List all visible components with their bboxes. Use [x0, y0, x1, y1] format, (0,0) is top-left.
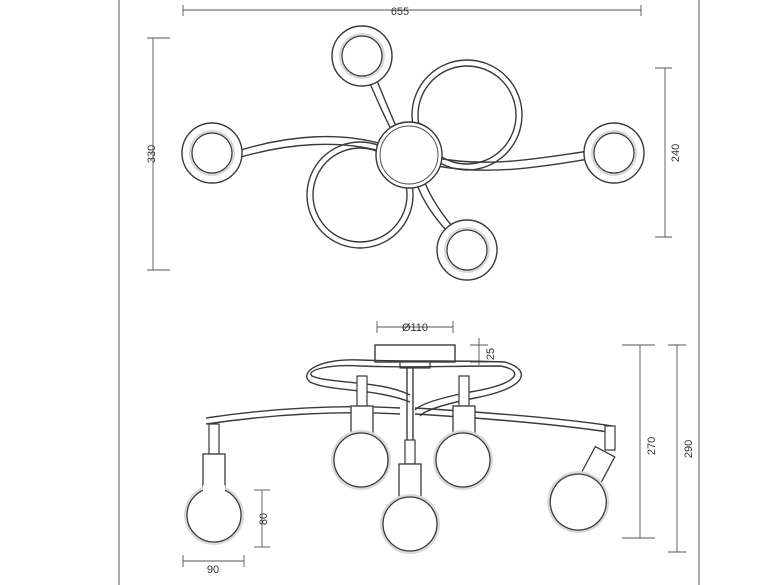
dimension-top-width — [182, 5, 642, 16]
side-ceiling-disc — [374, 344, 456, 369]
side-lamp-4 — [433, 375, 493, 490]
label-drop-inner: 270 — [646, 437, 658, 455]
label-shade-width: 90 — [207, 564, 219, 576]
top-spot-left — [181, 122, 243, 184]
label-top-width: 655 — [391, 6, 409, 18]
dimension-disc-diameter — [376, 321, 454, 333]
dimension-top-height-left — [147, 37, 170, 271]
side-view: Ø110 25 270 290 80 90 — [182, 321, 695, 576]
top-spot-right — [583, 122, 645, 184]
side-arms — [205, 406, 613, 433]
side-center-stem — [406, 368, 414, 440]
top-spot-upper — [331, 25, 393, 87]
side-lamp-2 — [331, 375, 391, 490]
frame-border — [118, 0, 700, 585]
dimension-drop-outer — [668, 344, 686, 553]
dimension-shade-height — [254, 489, 270, 548]
label-shade-height: 80 — [258, 513, 270, 525]
top-view: 655 330 240 — [146, 5, 682, 281]
dimension-top-height-right — [655, 67, 672, 238]
side-lamp-1 — [184, 423, 244, 545]
top-loops — [306, 59, 523, 249]
dimension-shade-width — [182, 555, 245, 567]
label-drop-outer: 290 — [683, 440, 695, 458]
side-lamp-3 — [380, 439, 440, 554]
label-disc-height: 25 — [485, 348, 497, 360]
side-lamp-5 — [547, 425, 616, 534]
dimension-drop-inner — [622, 344, 655, 539]
label-top-height-right: 240 — [670, 144, 682, 162]
top-center-disc — [375, 121, 443, 189]
label-disc-diameter: Ø110 — [402, 322, 428, 334]
top-spot-lower — [436, 219, 498, 281]
label-top-height-left: 330 — [146, 145, 158, 163]
side-loop-frame — [306, 359, 522, 417]
